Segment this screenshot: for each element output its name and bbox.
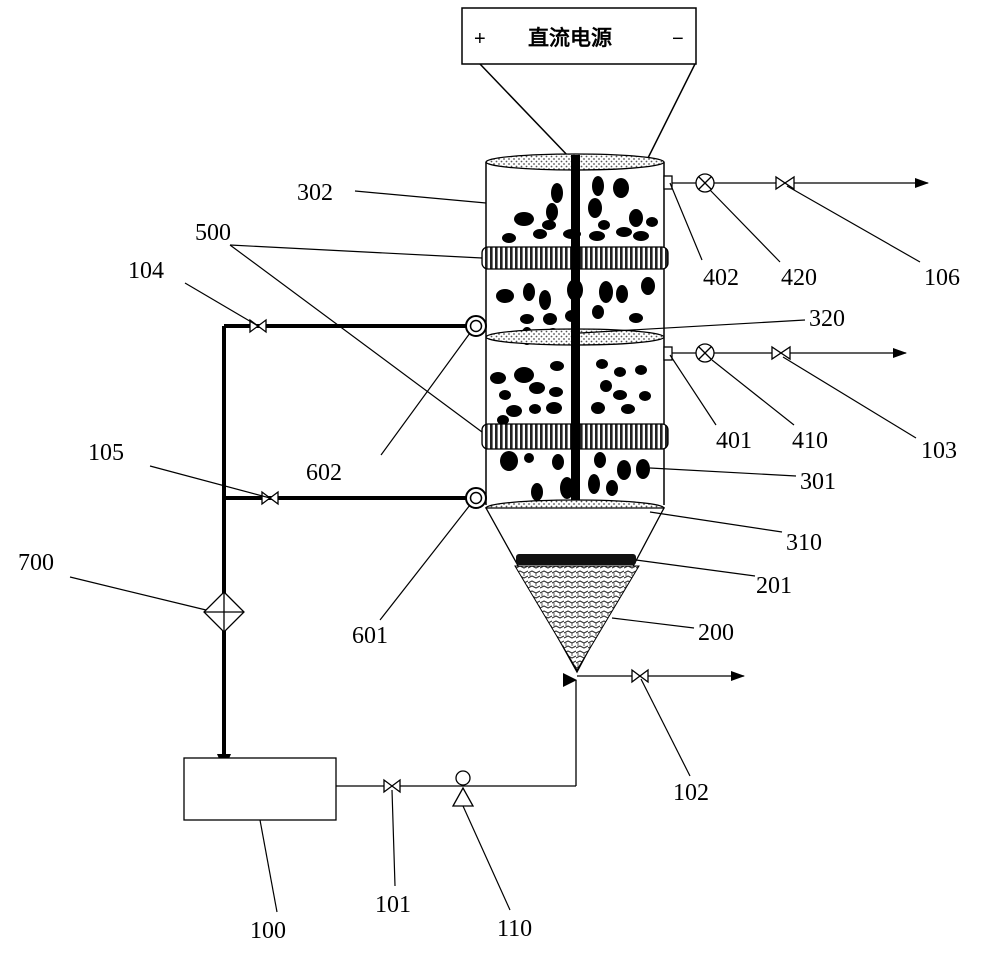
negative-terminal-label: − (672, 28, 684, 50)
distributor-602 (465, 315, 487, 337)
label-106: 106 (924, 265, 960, 291)
label-201: 201 (756, 573, 792, 599)
distributor-601 (465, 487, 487, 509)
power-wires (479, 63, 696, 159)
label-101: 101 (375, 892, 411, 918)
label-602: 602 (306, 460, 342, 486)
reactor-column (481, 153, 669, 674)
dc-power-supply: + 直流电源 − (461, 7, 697, 65)
valve-101 (383, 778, 401, 794)
label-103: 103 (921, 438, 957, 464)
recirculation-piping (222, 324, 466, 756)
label-420: 420 (781, 265, 817, 291)
particles-lower (490, 359, 651, 425)
upper-outlet-line (663, 173, 929, 193)
label-500: 500 (195, 220, 231, 246)
label-301: 301 (800, 469, 836, 495)
feed-line (336, 673, 577, 787)
label-700: 700 (18, 550, 54, 576)
label-200: 200 (698, 620, 734, 646)
particles-bottom (500, 451, 650, 501)
positive-terminal-label: + (474, 28, 486, 50)
label-110: 110 (497, 916, 532, 942)
label-320: 320 (809, 306, 845, 332)
label-402: 402 (703, 265, 739, 291)
storage-tank-100 (183, 757, 337, 821)
power-supply-label: 直流电源 (528, 26, 612, 50)
label-410: 410 (792, 428, 828, 454)
reference-labels: 302 500 104 105 700 602 601 402 420 106 … (18, 180, 960, 944)
label-102: 102 (673, 780, 709, 806)
label-310: 310 (786, 530, 822, 556)
leader-lines (69, 182, 921, 913)
label-601: 601 (352, 623, 388, 649)
filter-700 (203, 591, 245, 633)
cathode-plate-201 (516, 554, 636, 565)
label-401: 401 (716, 428, 752, 454)
lower-outlet-line (663, 343, 907, 363)
particles-upper (502, 176, 658, 243)
label-104: 104 (128, 258, 164, 284)
label-105: 105 (88, 440, 124, 466)
label-302: 302 (297, 180, 333, 206)
bottom-drain-line (577, 668, 745, 684)
pump-110 (451, 770, 475, 807)
packing-bed-200 (514, 565, 640, 671)
label-100: 100 (250, 918, 286, 944)
central-electrode-rod (571, 155, 580, 510)
